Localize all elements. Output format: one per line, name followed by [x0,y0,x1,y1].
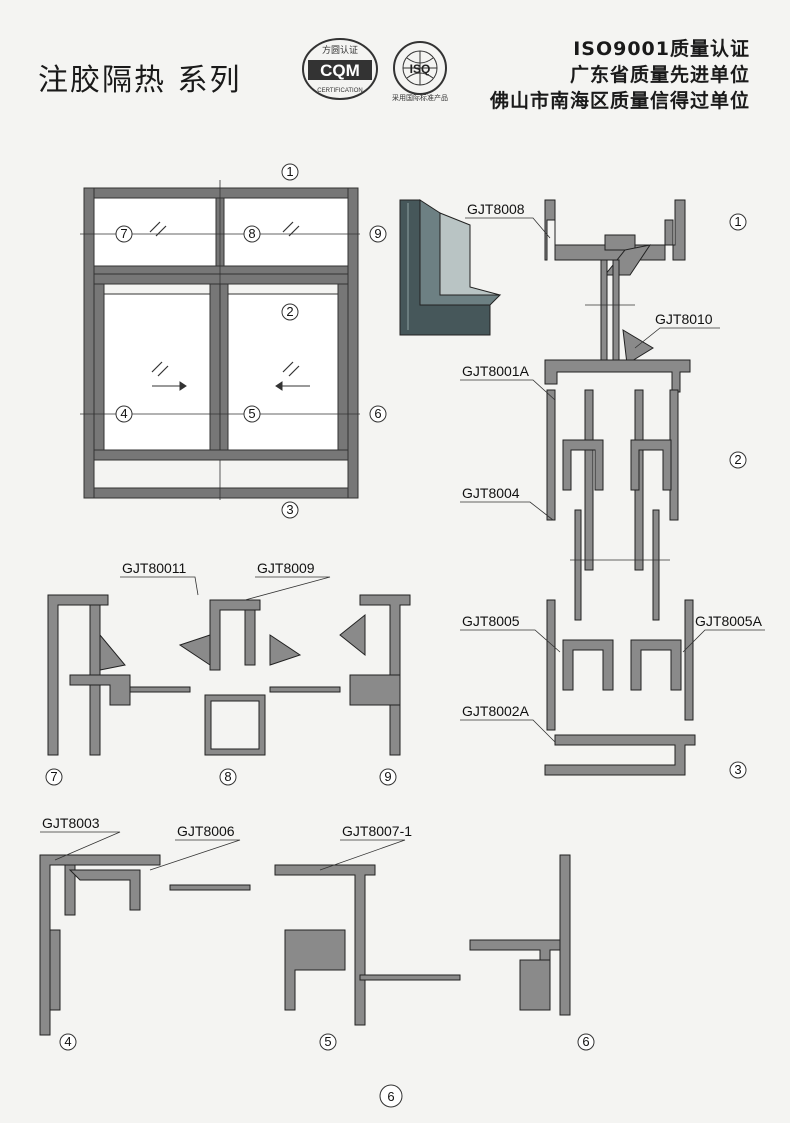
label-gjt8003: GJT8003 [42,815,100,831]
marker-9: 9 [374,226,381,241]
vertical-section-drawing: 1 2 3 GJT8008 GJT8010 GJT8001A GJT8004 G… [460,199,765,779]
label-gjt8007-1: GJT8007-1 [342,823,412,839]
marker-6: 6 [374,406,381,421]
marker-8: 8 [248,226,255,241]
section-number-2: 2 [734,452,741,467]
marker-3: 3 [286,502,293,517]
label-gjt8008: GJT8008 [467,201,525,217]
label-gjt8001a: GJT8001A [462,363,530,379]
cert-foshan: 佛山市南海区质量信得过单位 [489,90,750,112]
cert-iso: ISO9001质量认证 [573,38,750,60]
label-gjt8004: GJT8004 [462,485,520,501]
section-number-7: 7 [50,769,57,784]
section-number-3: 3 [734,762,741,777]
section-number-8: 8 [224,769,231,784]
marker-1: 1 [286,164,293,179]
label-gjt8010: GJT8010 [655,311,713,327]
window-elevation: 1 2 3 4 5 6 7 8 9 [80,163,387,519]
cqm-logo: CQM 方圆认证 CERTIFICATION [302,38,378,100]
section-number-4: 4 [64,1034,71,1049]
section-number-9: 9 [384,769,391,784]
label-gjt8009: GJT8009 [257,560,315,576]
svg-text:CERTIFICATION: CERTIFICATION [317,88,362,94]
section-number-5: 5 [324,1034,331,1049]
svg-text:ISQ: ISQ [410,62,431,76]
marker-4: 4 [120,406,127,421]
svg-text:方圆认证: 方圆认证 [322,44,358,56]
section-row-7-8-9: GJT80011 GJT8009 7 8 9 [45,560,411,786]
label-gjt8005a: GJT8005A [695,613,763,629]
page-number-badge: 6 [379,1084,403,1108]
page-number: 6 [387,1089,394,1104]
marker-7: 7 [120,226,127,241]
svg-text:采用国际标准产品: 采用国际标准产品 [392,93,448,102]
label-gjt80011: GJT80011 [122,560,187,576]
isq-logo: ISQ 采用国际标准产品 [392,41,448,102]
marker-5: 5 [248,406,255,421]
section-number-6: 6 [582,1034,589,1049]
label-gjt8006: GJT8006 [177,823,235,839]
label-gjt8005: GJT8005 [462,613,520,629]
section-row-4-5-6: GJT8003 GJT8006 GJT8007-1 4 5 6 [39,815,595,1051]
page-title: 注胶隔热 系列 [38,63,242,98]
profile-corner-illustration [399,199,502,336]
cert-guangdong: 广东省质量先进单位 [569,64,750,86]
svg-text:CQM: CQM [320,61,360,80]
marker-2: 2 [286,304,293,319]
label-gjt8002a: GJT8002A [462,703,530,719]
section-number-1: 1 [734,214,741,229]
